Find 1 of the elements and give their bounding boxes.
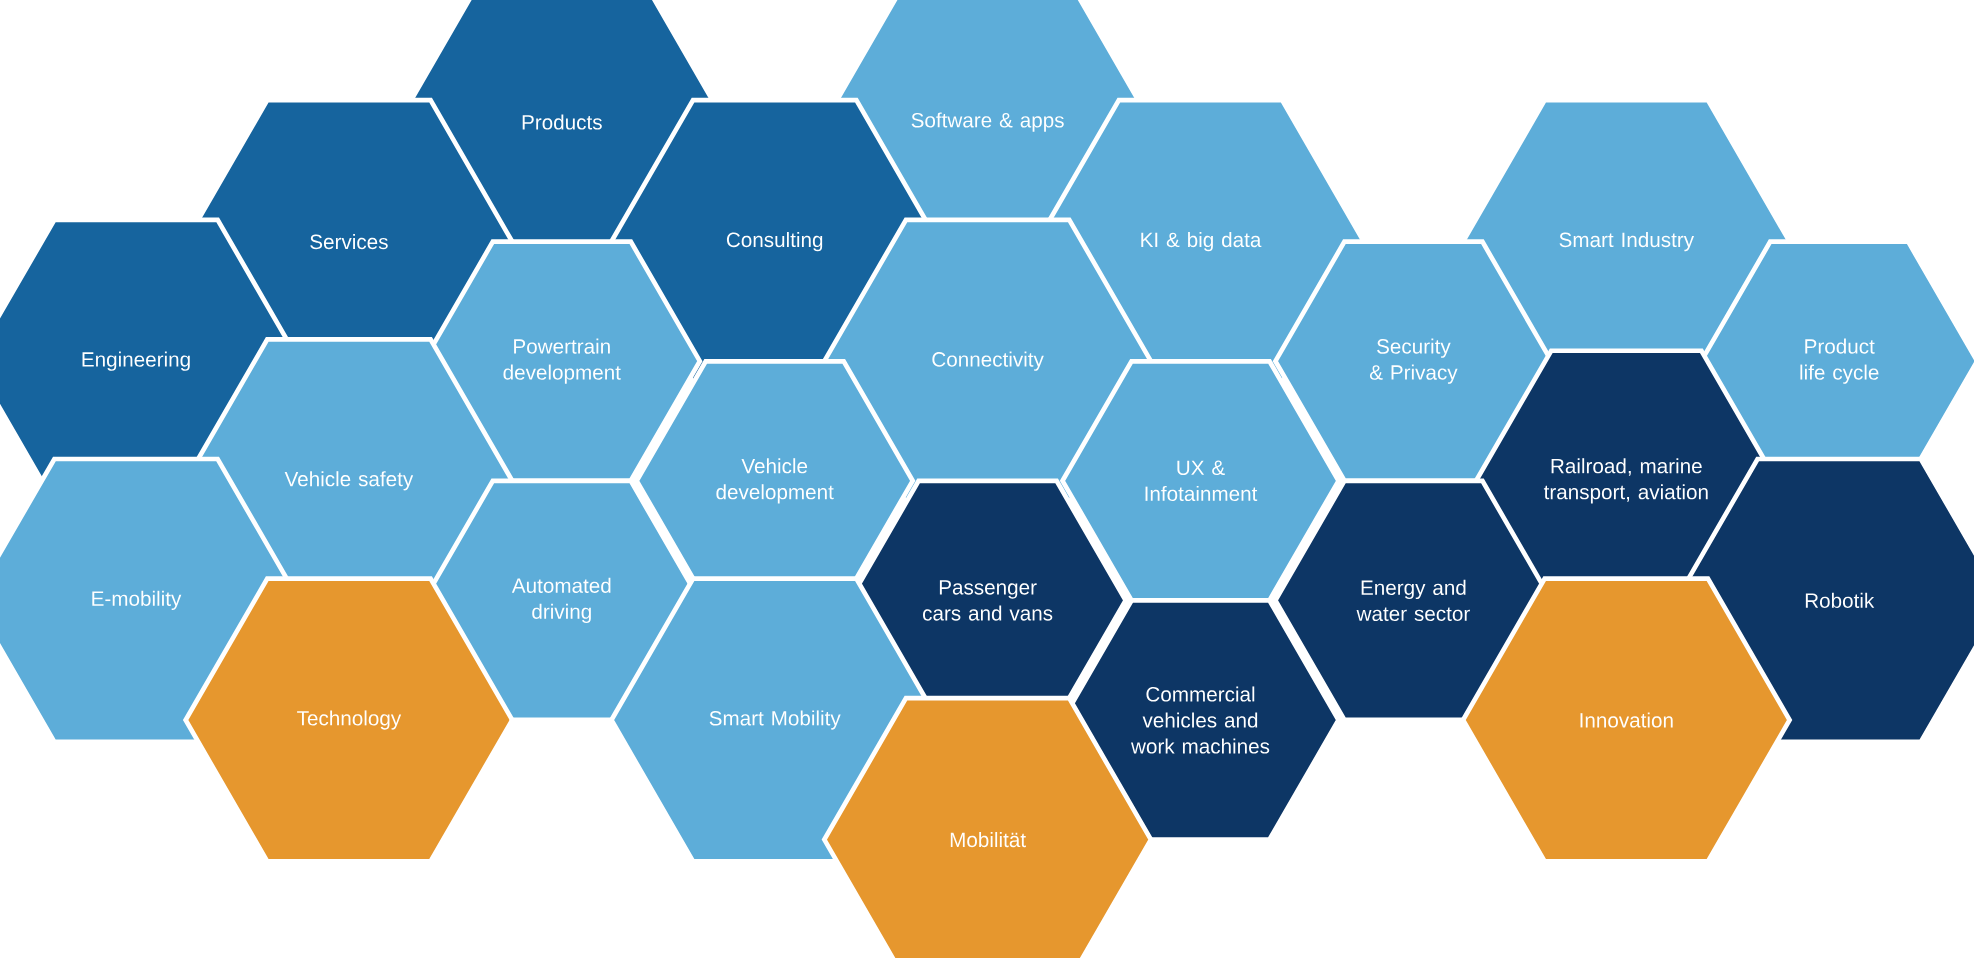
hexagon-tile: Vehicle development bbox=[634, 358, 916, 603]
